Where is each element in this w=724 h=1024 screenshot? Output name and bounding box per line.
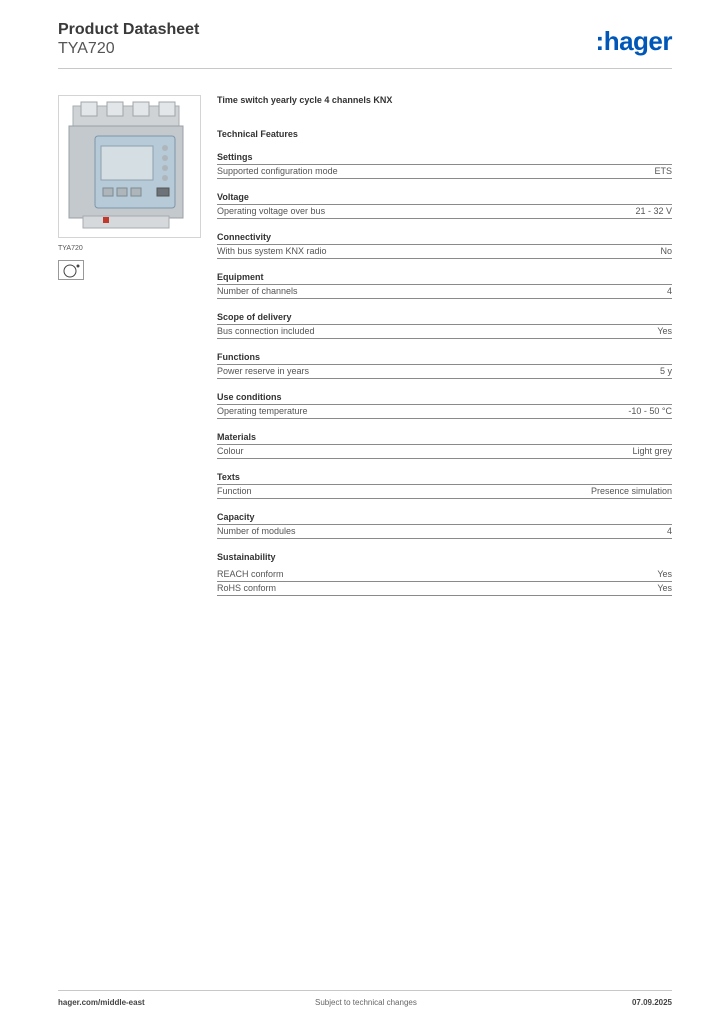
- feature-value: Light grey: [632, 446, 672, 456]
- product-image-caption: TYA720: [58, 245, 83, 252]
- section-title: Use conditions: [217, 392, 672, 405]
- feature-row: Operating voltage over bus 21 - 32 V: [217, 205, 672, 219]
- feature-row: With bus system KNX radio No: [217, 245, 672, 259]
- feature-row: Power reserve in years 5 y: [217, 365, 672, 379]
- feature-value: 21 - 32 V: [635, 206, 672, 216]
- feature-label: Supported configuration mode: [217, 166, 338, 176]
- product-image: [58, 95, 201, 238]
- feature-row: Operating temperature -10 - 50 °C: [217, 405, 672, 419]
- feature-row: Number of channels 4: [217, 285, 672, 299]
- feature-label: With bus system KNX radio: [217, 246, 327, 256]
- footer-website: hager.com/middle-east: [58, 998, 145, 1007]
- feature-label: Bus connection included: [217, 326, 315, 336]
- product-image-column: TYA720: [58, 95, 201, 280]
- feature-value: Yes: [657, 569, 672, 579]
- feature-row: Number of modules 4: [217, 525, 672, 539]
- feature-label: Number of channels: [217, 286, 298, 296]
- feature-label: Number of modules: [217, 526, 296, 536]
- device-illustration-icon: [68, 101, 184, 229]
- feature-value: Presence simulation: [590, 486, 672, 496]
- knx-symbol-icon: [58, 260, 84, 280]
- section-title: Capacity: [217, 512, 672, 525]
- section-title: Texts: [217, 472, 672, 485]
- feature-label: REACH conform: [217, 569, 284, 579]
- feature-row: Supported configuration mode ETS: [217, 165, 672, 179]
- document-title: Product Datasheet: [58, 21, 200, 38]
- feature-label: Colour: [217, 446, 244, 456]
- feature-value: -10 - 50 °C: [628, 406, 672, 416]
- feature-value: Yes: [657, 326, 672, 336]
- feature-row: Bus connection included Yes: [217, 325, 672, 339]
- section-title: Functions: [217, 352, 672, 365]
- feature-value: ETS: [654, 166, 672, 176]
- section-title: Sustainability: [217, 552, 276, 562]
- footer-divider: [58, 990, 672, 991]
- page-header: Product Datasheet TYA720: [58, 20, 199, 58]
- feature-label: Power reserve in years: [217, 366, 310, 376]
- section-title: Scope of delivery: [217, 312, 672, 325]
- feature-value: 4: [666, 286, 672, 296]
- feature-value: Yes: [657, 583, 672, 593]
- section-title: Settings: [217, 152, 672, 165]
- feature-value: 4: [666, 526, 672, 536]
- technical-features: Time switch yearly cycle 4 channels KNX …: [217, 95, 672, 596]
- feature-row: REACH conform Yes: [217, 568, 672, 582]
- section-title: Equipment: [217, 272, 672, 285]
- feature-row: Function Presence simulation: [217, 485, 672, 499]
- feature-row: Colour Light grey: [217, 445, 672, 459]
- product-name: Time switch yearly cycle 4 channels KNX: [217, 95, 393, 105]
- header-divider: [58, 68, 672, 69]
- feature-label: Function: [217, 486, 252, 496]
- feature-value: 5 y: [659, 366, 672, 376]
- footer-note: Subject to technical changes: [315, 998, 417, 1007]
- footer-date: 07.09.2025: [631, 998, 672, 1007]
- feature-label: Operating temperature: [217, 406, 308, 416]
- product-code: TYA720: [58, 40, 115, 57]
- section-title: Connectivity: [217, 232, 672, 245]
- feature-row: RoHS conform Yes: [217, 582, 672, 596]
- feature-label: Operating voltage over bus: [217, 206, 326, 216]
- section-title: Materials: [217, 432, 672, 445]
- feature-label: RoHS conform: [217, 583, 277, 593]
- features-heading: Technical Features: [217, 129, 298, 139]
- section-title: Voltage: [217, 192, 672, 205]
- hager-logo: :hager: [595, 26, 673, 56]
- feature-value: No: [660, 246, 672, 256]
